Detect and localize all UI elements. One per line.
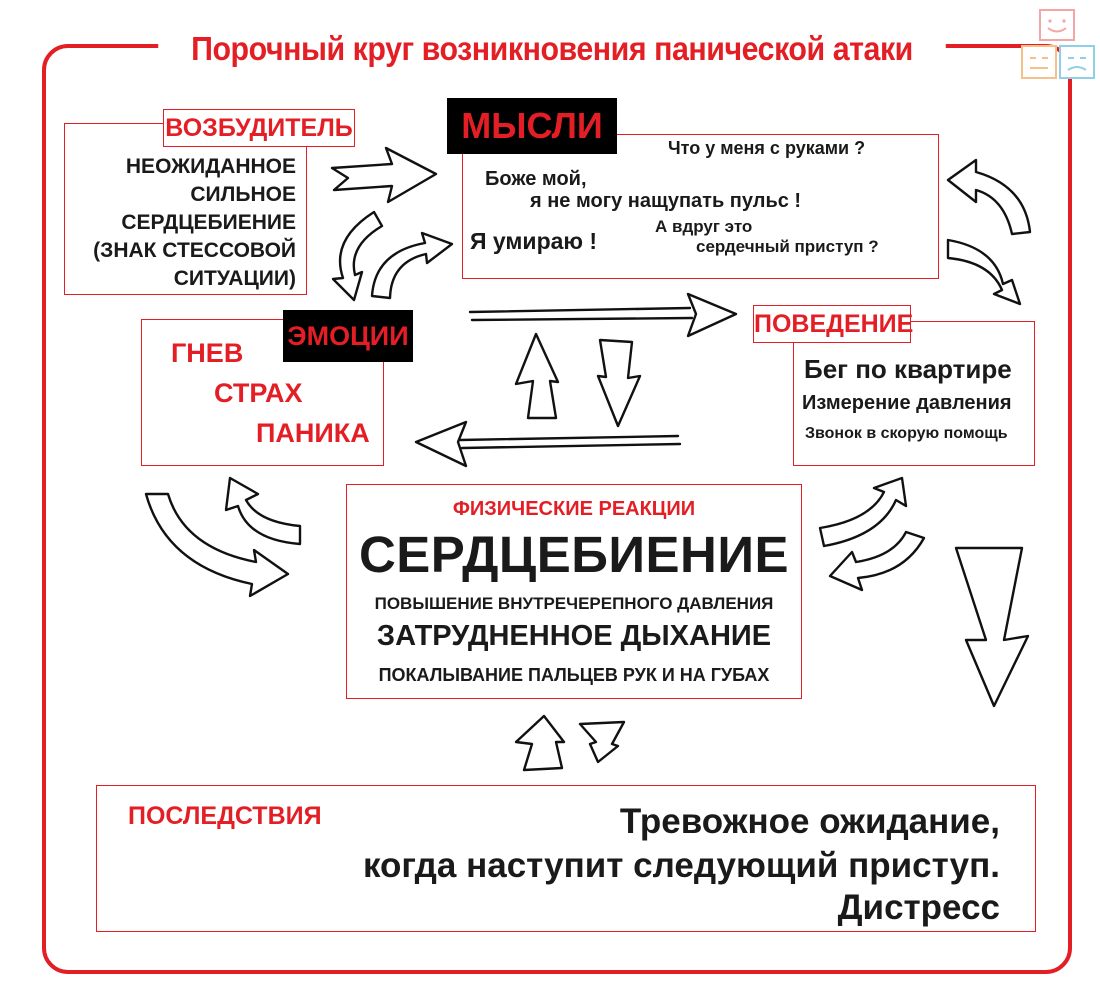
physical-reactions-box [346, 484, 802, 699]
thought-heart-attack: сердечный приступ ? [696, 237, 879, 256]
behavior-ambulance: Звонок в скорую помощь [805, 425, 1008, 442]
emotion-panic: ПАНИКА [256, 418, 370, 448]
consequences-line-2: когда наступит следующий приступ. [363, 846, 1000, 885]
trigger-line: СЕРДЦЕБИЕНИЕ [121, 211, 296, 234]
thoughts-label: МЫСЛИ [447, 98, 617, 154]
physical-line-1: ПОВЫШЕНИЕ ВНУТРЕЧЕРЕПНОГО ДАВЛЕНИЯ [374, 594, 774, 613]
consequences-box [96, 785, 1036, 932]
thoughts-box [462, 134, 939, 279]
emotions-box [141, 319, 384, 466]
emotion-fear: СТРАХ [214, 378, 303, 408]
emotion-anger: ГНЕВ [171, 338, 244, 368]
thought-hands: Что у меня с руками ? [668, 138, 866, 158]
consequences-label: ПОСЛЕДСТВИЯ [128, 802, 322, 830]
trigger-line: (ЗНАК СТЕССОВОЙ [93, 239, 296, 262]
trigger-line: СИЛЬНОЕ [190, 183, 296, 206]
trigger-label: ВОЗБУДИТЕЛЬ [163, 109, 355, 147]
physical-line-2: ЗАТРУДНЕННОЕ ДЫХАНИЕ [376, 620, 772, 652]
faces-logo-icon [1021, 9, 1095, 79]
thought-what-if: А вдруг это [655, 217, 753, 236]
trigger-line: СИТУАЦИИ) [173, 267, 296, 290]
trigger-text: НЕОЖИДАННОЕ СИЛЬНОЕ СЕРДЦЕБИЕНИЕ (ЗНАК С… [72, 153, 296, 293]
behavior-label: ПОВЕДЕНИЕ [753, 305, 913, 343]
trigger-box [64, 123, 307, 295]
trigger-line: НЕОЖИДАННОЕ [125, 155, 296, 178]
behavior-pressure: Измерение давления [802, 392, 1012, 414]
thought-dying: Я умираю ! [470, 228, 598, 254]
emotions-label: ЭМОЦИИ [283, 310, 413, 362]
physical-main: СЕРДЦЕБИЕНИЕ [358, 526, 790, 583]
consequences-line-3: Дистресс [837, 888, 1000, 927]
behavior-running: Бег по квартире [804, 354, 1012, 384]
page-title: Порочный круг возникновения панической а… [158, 26, 946, 72]
thought-my-god: Боже мой, [485, 168, 587, 190]
behavior-box [793, 321, 1035, 466]
consequences-line-1: Тревожное ожидание, [619, 802, 1000, 841]
physical-reactions-label: ФИЗИЧЕСКИЕ РЕАКЦИИ [452, 498, 696, 520]
thought-pulse: я не могу нащупать пульс ! [530, 190, 802, 212]
physical-line-3: ПОКАЛЫВАНИЕ ПАЛЬЦЕВ РУК И НА ГУБАХ [378, 665, 770, 685]
